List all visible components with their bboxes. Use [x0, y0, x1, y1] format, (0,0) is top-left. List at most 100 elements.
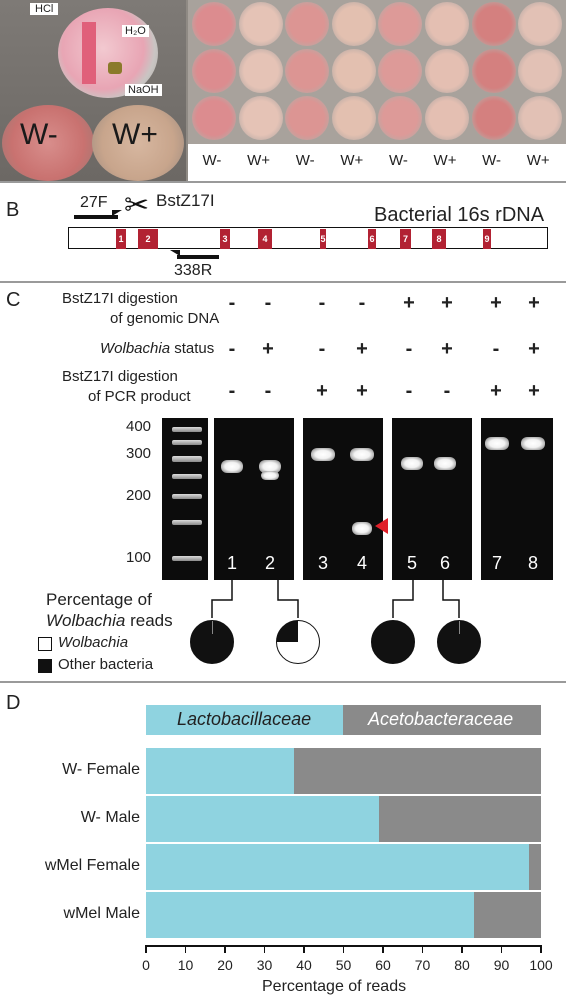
bar-lactobacillaceae [146, 844, 530, 890]
gel-1 [214, 418, 294, 580]
x-tick [303, 945, 305, 953]
bar-acetobacteraceae [379, 796, 541, 842]
sign-genomic-digestion: + [403, 292, 415, 314]
w-minus-plate-label: W- [20, 118, 58, 151]
pie-connectors [211, 580, 460, 618]
sign-genomic-digestion: + [528, 292, 540, 314]
lane-number-2: 2 [264, 553, 275, 573]
grid-plate [471, 96, 516, 140]
grid-plate [425, 96, 469, 140]
ladder-band-100 [172, 556, 202, 561]
sign-genomic-digestion: - [264, 292, 272, 314]
legend-wolbachia-label: Wolbachia [58, 634, 128, 651]
ph-plate [58, 8, 158, 98]
hcl-label: HCl [30, 3, 59, 15]
ladder-band-150 [172, 520, 202, 525]
gene-region-7: 7 [400, 229, 411, 249]
plate-column-label: W- [295, 152, 315, 169]
connector-lane-2 [277, 580, 299, 618]
sign-wolbachia-status: - [405, 338, 413, 360]
genomic-digestion-label-1: BstZ17I digestion [62, 290, 178, 307]
grid-plate [425, 2, 469, 46]
x-tick-label: 30 [256, 957, 273, 973]
grid-plate [471, 2, 516, 46]
connector-lane-1 [211, 580, 233, 618]
sign-wolbachia-status: + [356, 338, 368, 360]
grid-plate [518, 96, 563, 140]
naoh-spot [108, 62, 122, 74]
pcr-digestion-label-1: BstZ17I digestion [62, 368, 178, 385]
x-tick-label: 80 [454, 957, 470, 973]
ladder-gel [162, 418, 208, 580]
w-plus-plate-label: W+ [112, 118, 158, 151]
ladder-label-100: 100 [126, 549, 152, 566]
connector-lane-5 [392, 580, 414, 618]
grid-plate [192, 2, 236, 46]
legend-other-swatch [38, 659, 52, 673]
gel-band-lane-3 [311, 448, 335, 461]
grid-plate [378, 49, 423, 93]
ladder-band-400 [172, 427, 202, 432]
x-tick [540, 945, 542, 953]
sign-pcr-digestion: + [316, 380, 328, 402]
grid-plate [238, 49, 283, 93]
panel-c [0, 283, 566, 683]
gene-region-1: 1 [116, 229, 126, 249]
sign-pcr-digestion: - [264, 380, 272, 402]
pie-title-rest: reads [125, 611, 173, 630]
panel-d-label: D [6, 692, 21, 714]
x-tick-label: 10 [177, 957, 194, 973]
sign-wolbachia-status: - [492, 338, 500, 360]
gel-band-lane-5 [401, 457, 423, 470]
forward-primer-label: 27F [80, 194, 108, 211]
sign-wolbachia-status: - [318, 338, 326, 360]
grid-plate [192, 49, 236, 93]
x-tick-label: 40 [296, 957, 312, 973]
legend-wolbachia-text: Wolbachia [58, 634, 129, 651]
panel-a: A HCl H₂O NaOH W- W+ W-W+W-W+W-W+W-W+ [0, 0, 566, 183]
wolbachia-status-rest: status [170, 340, 215, 357]
pie-title-italic: Wolbachia [46, 611, 126, 630]
bar-acetobacteraceae [529, 844, 541, 890]
wolbachia-status-label: Wolbachia status [100, 340, 214, 357]
x-axis-title: Percentage of reads [262, 978, 407, 995]
grid-plate [238, 2, 283, 46]
legend-lacto-box [146, 705, 343, 735]
sign-pcr-digestion: + [490, 380, 502, 402]
ladder-label-400: 400 [126, 418, 152, 435]
bar-lactobacillaceae [146, 796, 380, 842]
x-tick [500, 945, 503, 953]
x-tick [421, 945, 424, 953]
grid-plate [331, 49, 376, 93]
sign-genomic-digestion: - [358, 292, 366, 314]
connector-lane-6 [442, 580, 460, 618]
gene-region-2: 2 [138, 229, 158, 249]
sign-genomic-digestion: - [228, 292, 236, 314]
sign-pcr-digestion: - [405, 380, 413, 402]
lane-number-6: 6 [439, 553, 450, 573]
genomic-digestion-label-2: of genomic DNA [110, 310, 220, 327]
gel-band-lane-4 [352, 522, 372, 535]
gel-band-lane-4 [350, 448, 374, 461]
grid-plate [378, 2, 423, 46]
sign-genomic-digestion: + [441, 292, 453, 314]
gene-region-5: 5 [320, 229, 326, 249]
category-label: W- Male [80, 809, 140, 826]
gel-band-lane-1 [221, 460, 243, 473]
x-tick-label: 0 [142, 957, 150, 973]
gene-bar [68, 227, 548, 249]
plate-grid-photo [188, 0, 566, 144]
reverse-primer-label: 338R [174, 262, 213, 279]
gel-band-lane-2 [261, 471, 279, 480]
pie-lane2 [276, 620, 320, 664]
x-tick [461, 945, 463, 953]
plate-column-label: W+ [340, 152, 364, 169]
gene-region-9: 9 [483, 229, 491, 249]
gel-3 [392, 418, 472, 580]
x-tick-label: 50 [335, 957, 352, 973]
grid-plate [285, 2, 330, 46]
x-tick [382, 945, 384, 953]
plate-column-label: W+ [433, 152, 457, 169]
gel-band-lane-6 [434, 457, 456, 470]
legend-aceto-box [343, 705, 541, 735]
